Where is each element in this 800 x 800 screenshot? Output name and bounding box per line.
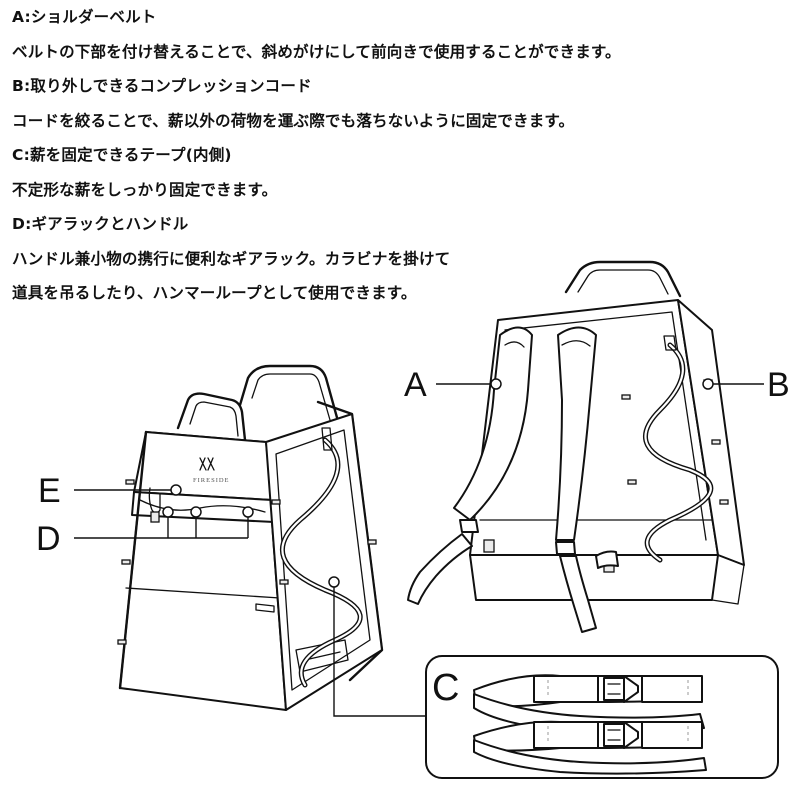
feature-descriptions: A:ショルダーベルト ベルトの下部を付け替えることで、斜めがけにして前向きで使用… bbox=[12, 4, 792, 315]
callout-b-label: B bbox=[767, 366, 790, 404]
tape-detail-inset bbox=[425, 655, 779, 779]
callout-a-label: A bbox=[404, 366, 427, 404]
buckle-upper bbox=[603, 675, 639, 703]
back-view-backpack bbox=[407, 260, 745, 633]
callout-d-label: D bbox=[36, 520, 61, 558]
feature-c-description: 不定形な薪をしっかり固定できます。 bbox=[12, 180, 278, 199]
feature-a-description: ベルトの下部を付け替えることで、斜めがけにして前向きで使用することができます。 bbox=[12, 42, 621, 61]
feature-b-description: コードを絞ることで、薪以外の荷物を運ぶ際でも落ちないように固定できます。 bbox=[12, 111, 575, 130]
front-view-backpack: FIRESIDE bbox=[117, 364, 384, 711]
callout-d-dot-1 bbox=[162, 506, 174, 518]
fireside-logo-icon bbox=[199, 457, 215, 471]
callout-e-dot bbox=[170, 484, 182, 496]
callout-b-dot bbox=[702, 378, 714, 390]
callout-a-dot bbox=[490, 378, 502, 390]
callout-d-dot-3 bbox=[242, 506, 254, 518]
top-handle bbox=[564, 260, 682, 298]
callout-d-dot-2 bbox=[190, 506, 202, 518]
callout-e-label: E bbox=[38, 472, 61, 510]
feature-d-description-1: ハンドル兼小物の携行に便利なギアラック。カラビナを掛けて bbox=[12, 249, 451, 268]
front-handle bbox=[176, 392, 247, 442]
feature-d-description-2: 道具を吊るしたり、ハンマーループとして使用できます。 bbox=[12, 284, 417, 302]
feature-b-title: B:取り外しできるコンプレッションコード bbox=[12, 77, 312, 95]
rear-handle bbox=[238, 364, 348, 452]
frame-pegs bbox=[117, 479, 377, 645]
callout-c-dot bbox=[328, 576, 340, 588]
side-panel bbox=[265, 413, 383, 711]
feature-c-title: C:薪を固定できるテープ(内側) bbox=[12, 146, 232, 164]
logo-text: FIRESIDE bbox=[193, 477, 230, 484]
shoulder-strap-right bbox=[555, 326, 597, 633]
buckle-lower bbox=[603, 721, 639, 749]
shoulder-strap-left bbox=[407, 326, 533, 605]
feature-d-title: D:ギアラックとハンドル bbox=[12, 215, 189, 233]
leader-lines bbox=[74, 378, 764, 717]
feature-a-title: A:ショルダーベルト bbox=[12, 8, 157, 26]
callout-c-label: C bbox=[432, 667, 459, 709]
back-bottom-panel bbox=[469, 554, 719, 601]
